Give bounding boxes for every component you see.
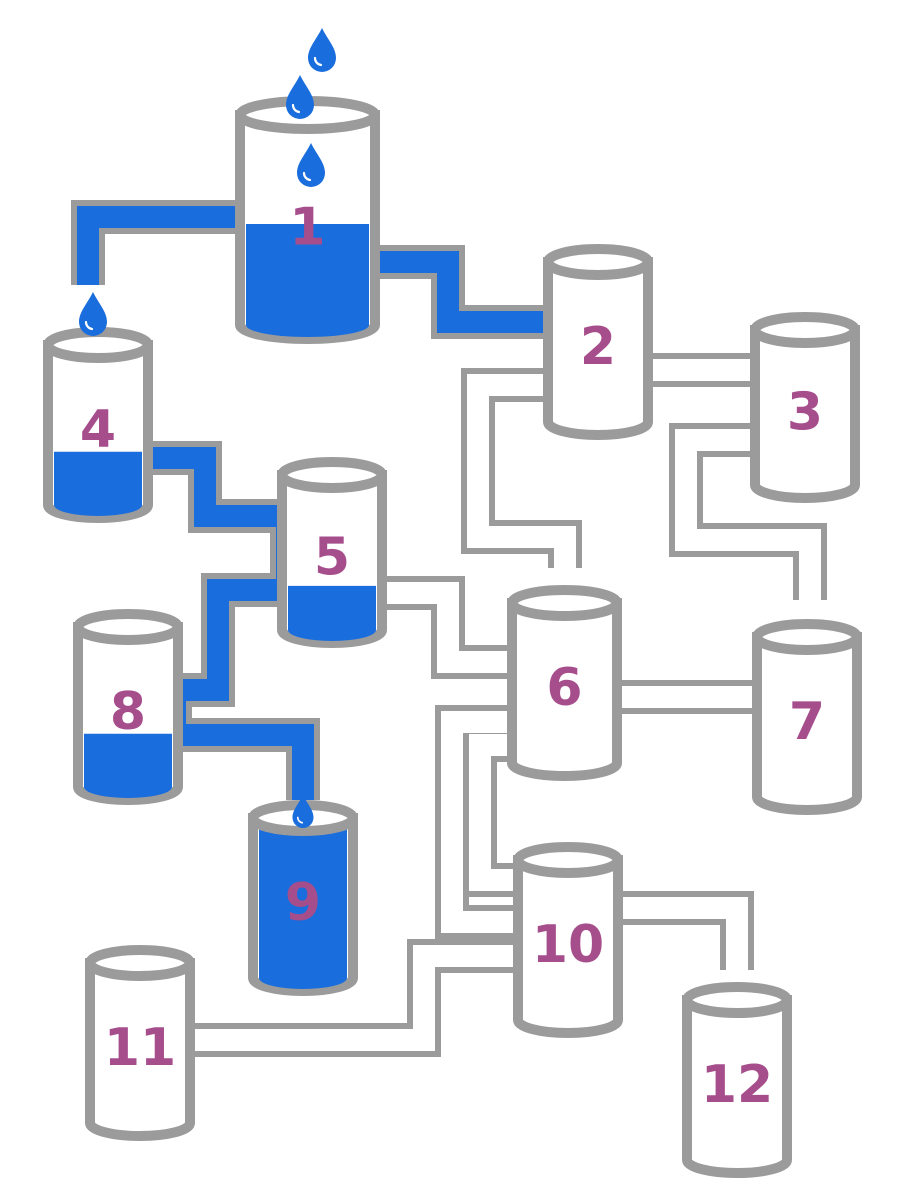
tank-water-level — [84, 733, 172, 798]
tank-label: 12 — [701, 1055, 773, 1115]
tank-water-level — [259, 826, 347, 989]
tank-water-level — [246, 224, 369, 337]
pipe-5-to-6-inner — [380, 582, 515, 673]
tank-label: 6 — [546, 658, 582, 718]
tank-3: 3 — [750, 312, 860, 503]
tank-body — [507, 598, 622, 781]
pipe-6-to-10-a-inner — [441, 711, 530, 933]
pipe-5-to-8 — [158, 573, 287, 735]
tank-4: 4 — [43, 327, 153, 523]
tank-11: 11 — [85, 945, 195, 1141]
tank-rim — [277, 457, 387, 493]
tank-2: 2 — [543, 244, 653, 440]
pipe-3-outlet-inner — [675, 429, 821, 600]
pipe-1-to-4-water — [77, 206, 245, 285]
tank-body — [543, 257, 653, 440]
tank-6: 6 — [507, 585, 622, 781]
water-drop-icon — [297, 143, 325, 187]
pipe-6-to-10-b-inner — [469, 734, 530, 891]
tank-label: 11 — [104, 1018, 176, 1078]
water-drop-icon — [292, 795, 314, 828]
tank-rim — [43, 327, 153, 363]
water-drop-icon — [79, 292, 107, 336]
tank-12: 12 — [682, 982, 792, 1178]
tank-5: 5 — [277, 457, 387, 648]
tank-rim — [73, 609, 183, 645]
tank-body — [752, 632, 862, 815]
pipe-1-to-2-water — [370, 251, 545, 333]
tank-body — [85, 958, 195, 1141]
tank-label: 1 — [289, 198, 325, 258]
water-drop-icon — [308, 28, 336, 72]
tank-rim — [750, 312, 860, 348]
tank-1: 1 — [235, 96, 380, 344]
water-drops — [79, 28, 336, 828]
tank-label: 5 — [314, 527, 350, 587]
tank-8: 8 — [73, 609, 183, 805]
tank-body — [513, 855, 623, 1038]
tank-label: 7 — [789, 692, 825, 752]
tank-label: 8 — [110, 682, 146, 742]
tank-9: 9 — [248, 800, 358, 996]
pipe-2-outlet-inner — [467, 374, 576, 568]
tank-rim — [507, 585, 622, 621]
tank-water-level — [54, 451, 142, 516]
tank-rim — [682, 982, 792, 1018]
tank-10: 10 — [513, 842, 623, 1038]
tank-7: 7 — [752, 619, 862, 815]
tank-label: 2 — [580, 317, 616, 377]
water-drop-icon — [286, 75, 314, 119]
tank-rim — [752, 619, 862, 655]
tank-label: 4 — [80, 400, 116, 460]
pipe-8-to-9-water — [175, 724, 314, 800]
tank-label: 10 — [532, 915, 604, 975]
tank-rim — [543, 244, 653, 280]
tank-label: 3 — [787, 382, 823, 442]
tank-body — [750, 325, 860, 503]
pipe-10-outlet-inner — [610, 897, 748, 970]
tank-water-level — [288, 585, 376, 641]
tank-body — [682, 995, 792, 1178]
tank-label: 9 — [285, 873, 321, 933]
tank-rim — [85, 945, 195, 981]
pipe-10-to-11 — [190, 939, 530, 1057]
tank-rim — [513, 842, 623, 878]
pipe-inners — [77, 206, 821, 1051]
pipe-10-to-11-inner — [190, 945, 530, 1051]
